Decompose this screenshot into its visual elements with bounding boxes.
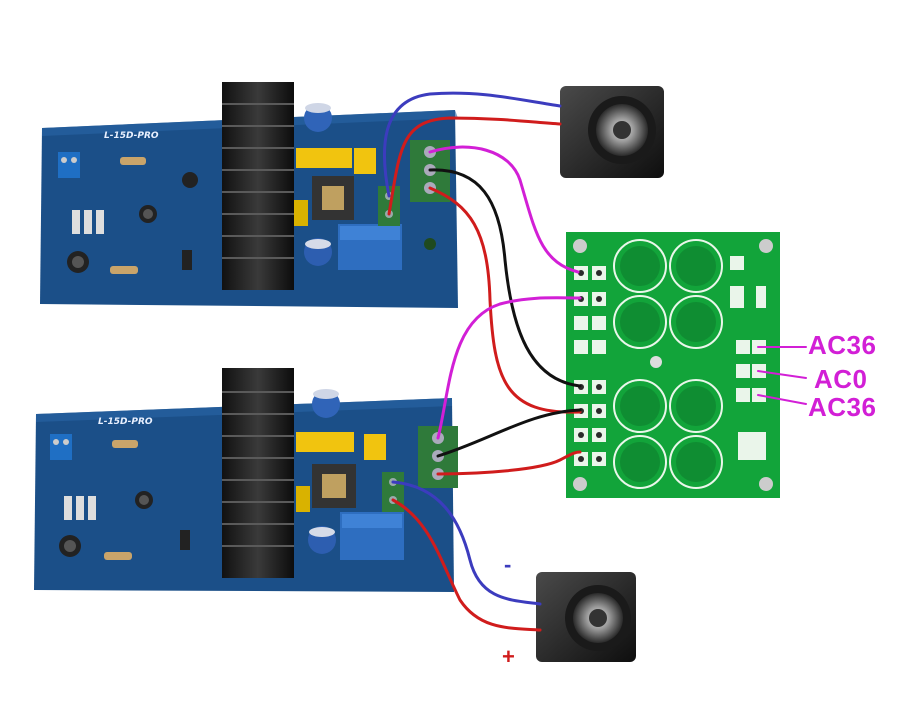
- wire-bottom-supply-red: [436, 450, 582, 476]
- wire-top-speaker-negative: [382, 91, 562, 198]
- wire-top-speaker-positive: [387, 116, 562, 216]
- ac0-label: AC0: [814, 364, 868, 394]
- input-terminal-top: [58, 152, 80, 178]
- amp-model-label-bottom: L-15D-PRO: [98, 417, 153, 427]
- amp-board-top: L-15D-PRO: [40, 82, 458, 308]
- heatsink-bottom: [222, 368, 294, 578]
- wires: [382, 91, 807, 632]
- wire-bottom-speaker-positive: [391, 498, 542, 632]
- amp-model-label-top: L-15D-PRO: [104, 131, 159, 141]
- power-supply-board: [566, 232, 780, 498]
- wire-top-supply-black: [428, 168, 582, 388]
- wire-bottom-speaker-negative: [391, 480, 542, 606]
- speaker-bottom: [536, 572, 636, 662]
- ac36-label-upper: AC36: [808, 330, 877, 360]
- amp-board-bottom: L-15D-PRO: [34, 368, 458, 592]
- heatsink-top: [222, 82, 294, 290]
- input-terminal-bottom: [50, 434, 72, 460]
- wire-top-supply-red: [428, 186, 582, 414]
- wire-bottom-supply-black: [436, 408, 582, 458]
- ac36-label-lower: AC36: [808, 392, 877, 422]
- wire-top-supply-magenta: [428, 145, 580, 274]
- polarity-minus-label: -: [504, 552, 512, 577]
- polarity-plus-label: +: [502, 644, 515, 669]
- speaker-top: [560, 86, 664, 178]
- wire-bottom-supply-magenta: [436, 296, 582, 440]
